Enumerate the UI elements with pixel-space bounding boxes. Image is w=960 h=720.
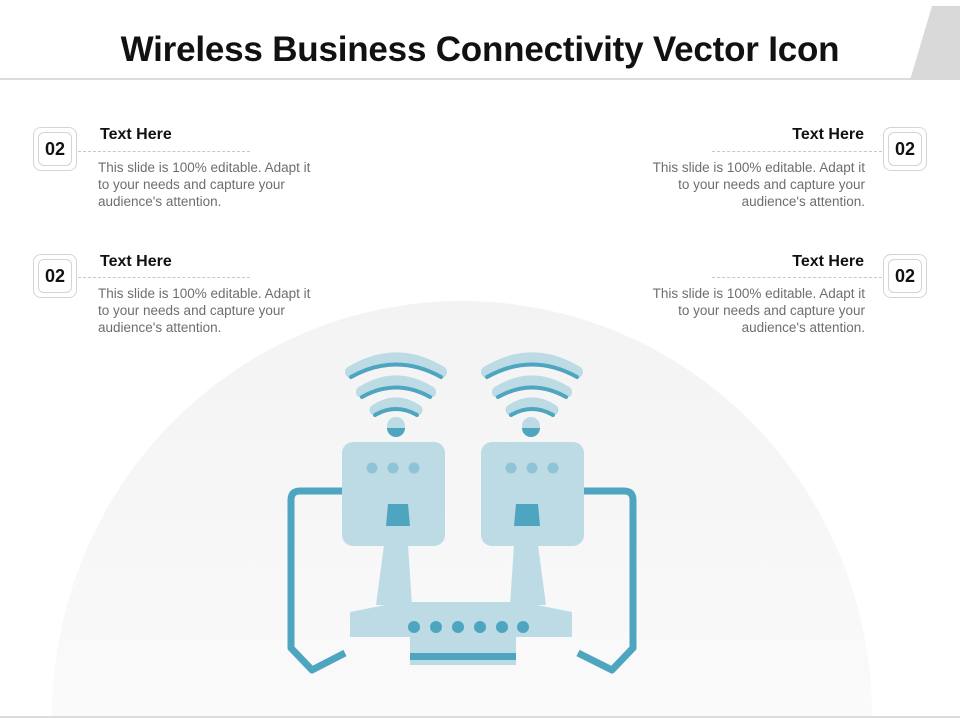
item-heading: Text Here [792, 253, 864, 270]
cable-icon [576, 487, 637, 674]
connector-line [712, 277, 882, 278]
title-divider [0, 78, 960, 80]
item-description: This slide is 100% editable. Adapt it to… [652, 160, 865, 209]
number-badge: 02 [883, 127, 927, 171]
number-badge-label: 02 [38, 132, 72, 166]
item-description: This slide is 100% editable. Adapt it to… [652, 286, 865, 335]
number-badge-label: 02 [38, 259, 72, 293]
number-badge: 02 [33, 254, 77, 298]
number-badge: 02 [883, 254, 927, 298]
access-point-icon [342, 442, 445, 546]
router-base-icon [350, 602, 572, 665]
corner-decoration [910, 6, 960, 80]
connector-line [712, 151, 882, 152]
bottom-divider [0, 716, 960, 718]
number-badge-label: 02 [888, 259, 922, 293]
left-stand [376, 545, 412, 605]
item-heading: Text Here [792, 126, 864, 143]
item-description: This slide is 100% editable. Adapt it to… [98, 286, 311, 335]
number-badge-label: 02 [888, 132, 922, 166]
item-heading: Text Here [100, 126, 172, 143]
access-point-icon [481, 442, 584, 546]
item-description: This slide is 100% editable. Adapt it to… [98, 160, 311, 209]
cable-icon [287, 487, 347, 674]
connector-line [78, 151, 250, 152]
page-title: Wireless Business Connectivity Vector Ic… [120, 30, 840, 69]
wifi-signal-icon [481, 352, 583, 437]
item-heading: Text Here [100, 253, 172, 270]
wifi-signal-icon [345, 352, 447, 437]
number-badge: 02 [33, 127, 77, 171]
right-stand [510, 545, 546, 605]
connector-line [78, 277, 250, 278]
